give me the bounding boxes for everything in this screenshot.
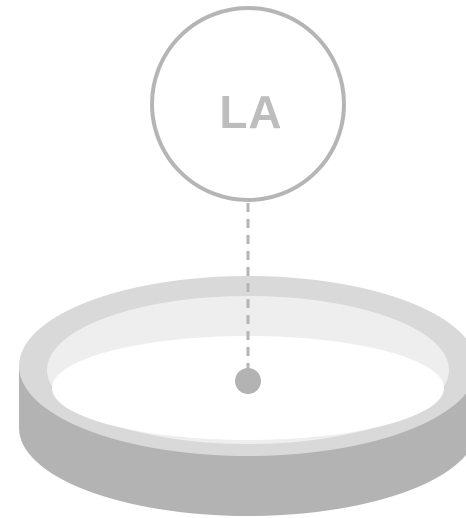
platform-disc-icon xyxy=(19,276,466,516)
location-badge-icon[interactable]: LA xyxy=(152,8,344,200)
pin-dot-icon xyxy=(235,368,261,394)
badge-label: LA xyxy=(219,86,282,138)
